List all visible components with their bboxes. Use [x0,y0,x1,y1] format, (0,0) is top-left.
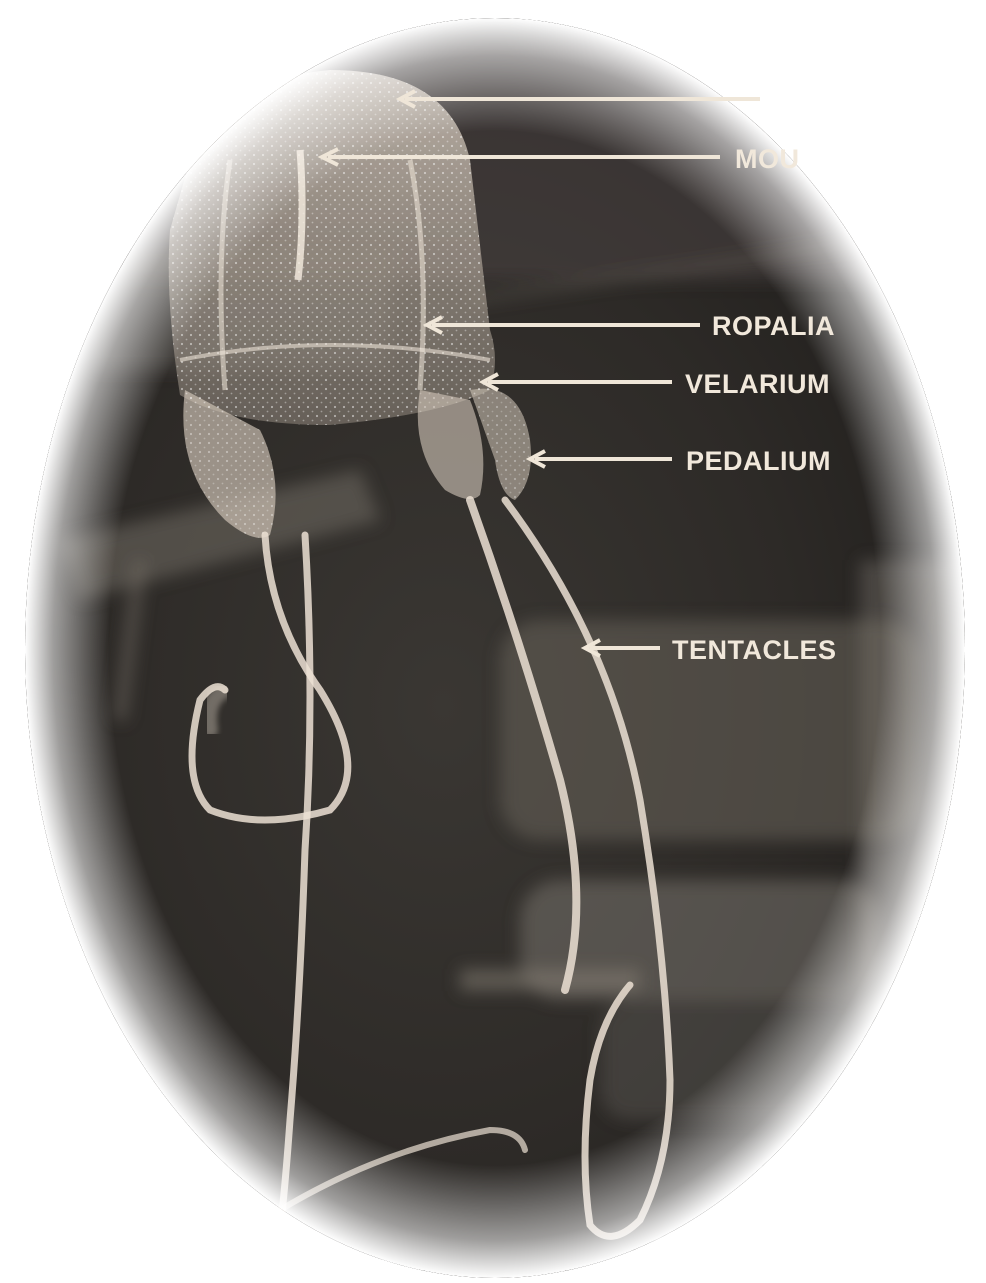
label-mouth: MOU [735,144,800,174]
label-pedalium: PEDALIUM [686,446,831,476]
label-velarium: VELARIUM [685,369,830,399]
label-tentacles: TENTACLES [672,635,837,665]
label-ropalia: ROPALIA [712,311,835,341]
